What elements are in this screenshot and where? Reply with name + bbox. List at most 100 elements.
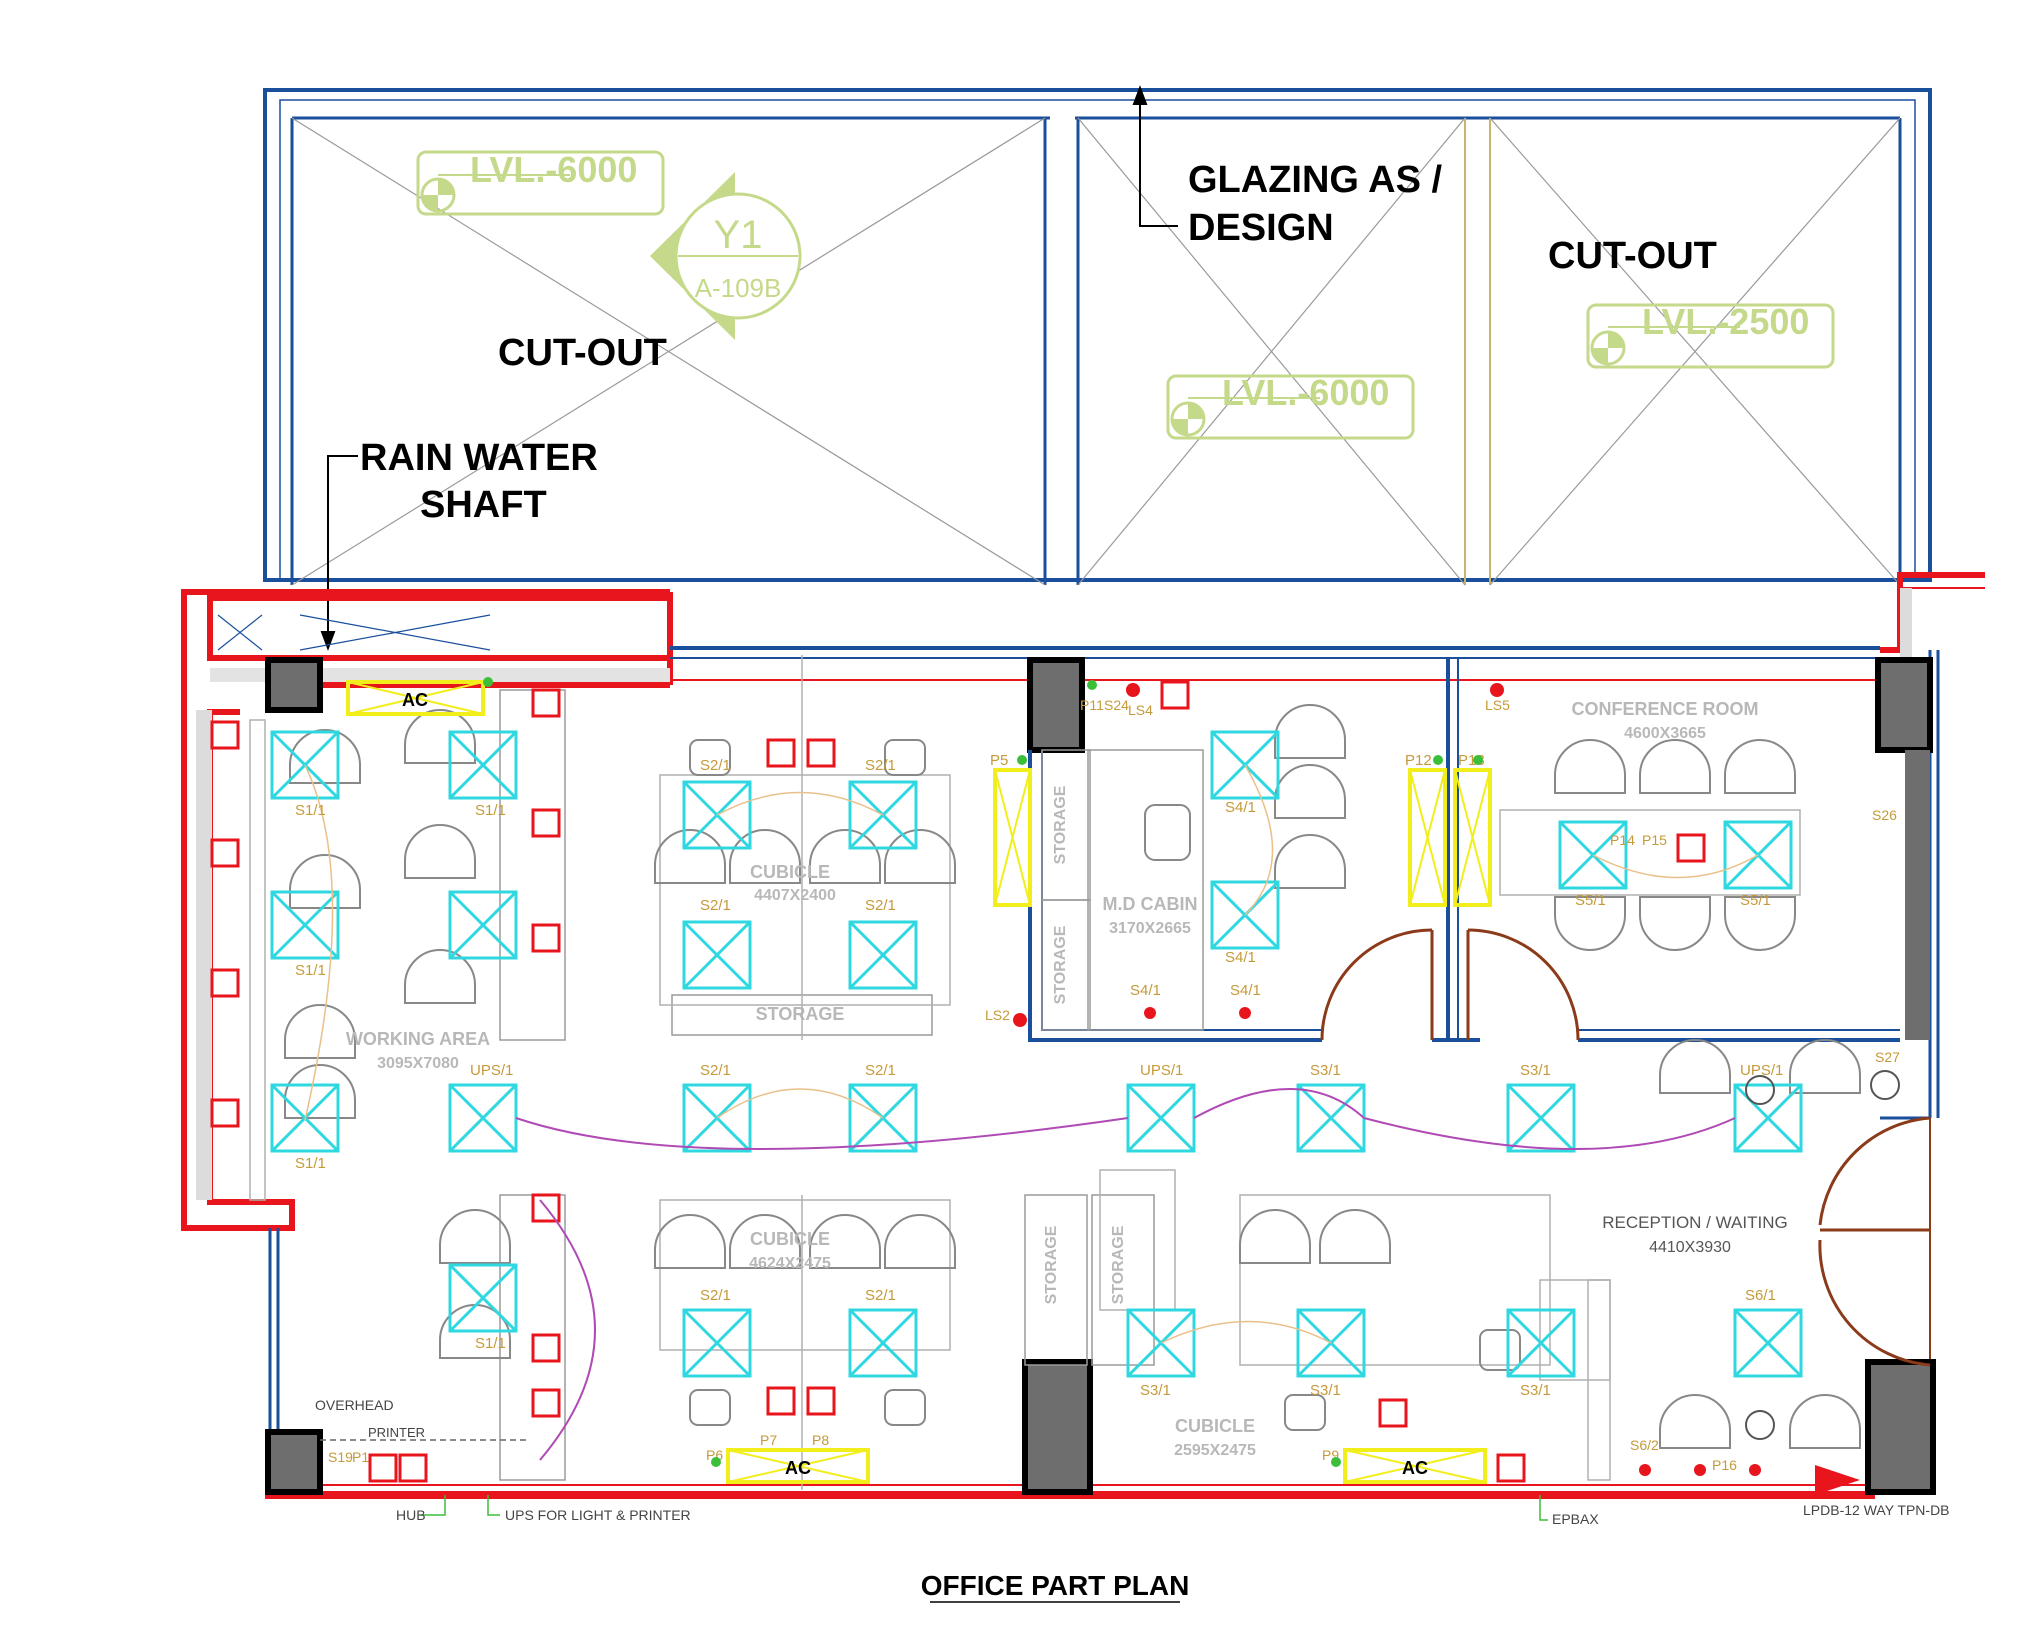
- tag-ups-1b: UPS/1: [1140, 1062, 1183, 1079]
- storage-label-1: STORAGE: [1052, 785, 1069, 864]
- glazing-outline: [263, 88, 1932, 585]
- ac-label-1: AC: [402, 690, 428, 710]
- tag-p15: P15: [1642, 832, 1667, 848]
- fixture-tags: S1/1 S1/1 S1/1 S1/1 S1/1 UPS/1 UPS/1 UPS…: [295, 697, 1900, 1473]
- cubicle-2-name: CUBICLE: [750, 1229, 830, 1249]
- cubicle-3-name: CUBICLE: [1175, 1416, 1255, 1436]
- tag-p5: P5: [990, 752, 1008, 769]
- ac-label-3: AC: [1402, 1458, 1428, 1478]
- tag-ups-1a: UPS/1: [470, 1062, 513, 1079]
- overhead-label: OVERHEAD: [315, 1397, 394, 1413]
- tag-p12: P12: [1405, 752, 1432, 769]
- tag-s27: S27: [1875, 1049, 1900, 1065]
- cutout-label-right: CUT-OUT: [1548, 235, 1717, 277]
- furniture-desks: [249, 655, 1801, 1490]
- storage-label-2: STORAGE: [1052, 925, 1069, 1004]
- hub-label: HUB: [396, 1507, 426, 1523]
- ldb-label: LPDB-12 WAY TPN-DB: [1803, 1502, 1950, 1518]
- tag-s1-1e: S1/1: [475, 1335, 506, 1352]
- reception-name: RECEPTION / WAITING: [1602, 1213, 1787, 1232]
- md-cabin-size: 3170X2665: [1109, 920, 1191, 937]
- tag-s3-1e: S3/1: [1520, 1382, 1551, 1399]
- tag-s1-1c: S1/1: [295, 1155, 326, 1172]
- level-label-2: LVL.-6000: [1222, 372, 1389, 413]
- cubicle-2-size: 4624X2475: [749, 1255, 831, 1272]
- section-marker-ref: A-109B: [695, 273, 782, 303]
- level-tag-1: LVL.-6000: [416, 149, 665, 216]
- tag-p14: P14: [1610, 832, 1635, 848]
- tag-s2-1e: S2/1: [700, 1062, 731, 1079]
- tag-s2-1g: S2/1: [700, 1287, 731, 1304]
- epbax-label: EPBAX: [1552, 1511, 1599, 1527]
- tag-s2-1c: S2/1: [700, 897, 731, 914]
- tag-s5-1b: S5/1: [1740, 892, 1771, 909]
- md-cabin-name: M.D CABIN: [1103, 894, 1198, 914]
- rain-water-shaft: [217, 614, 491, 651]
- tag-s3-1a: S3/1: [1310, 1062, 1341, 1079]
- device-markers: [483, 677, 1900, 1495]
- tag-s24: S24: [1104, 697, 1129, 713]
- storage-label-3: STORAGE: [1043, 1225, 1060, 1304]
- tag-p11: P11: [1080, 697, 1104, 713]
- rain-shaft-leader: [320, 455, 358, 651]
- conference-room-name: CONFERENCE ROOM: [1571, 699, 1758, 719]
- tag-s1-1b: S1/1: [295, 962, 326, 979]
- glazing-leader: [1132, 85, 1178, 227]
- section-marker-icon: Y1 A-109B: [650, 172, 802, 340]
- storage-blocks: [499, 689, 1204, 1481]
- tag-s19: S19: [328, 1449, 353, 1465]
- tag-p16: P16: [1712, 1457, 1737, 1473]
- furniture-chairs: [284, 704, 1861, 1449]
- cubicle-1-size: 4407X2400: [754, 887, 836, 904]
- storage-label-5: STORAGE: [756, 1004, 845, 1024]
- interior-partitions: [1028, 658, 1930, 1120]
- drawing-title: OFFICE PART PLAN: [921, 1570, 1190, 1601]
- overhead-printer: OVERHEAD PRINTER: [315, 1397, 530, 1441]
- tag-ups-1c: UPS/1: [1740, 1062, 1783, 1079]
- cutout-label-left: CUT-OUT: [498, 332, 667, 374]
- tag-s5-1a: S5/1: [1575, 892, 1606, 909]
- tag-s6-1: S6/1: [1745, 1287, 1776, 1304]
- tag-ls5: LS5: [1485, 697, 1510, 713]
- tag-ls2: LS2: [985, 1007, 1010, 1023]
- level-tag-3: LVL.-2500: [1586, 301, 1835, 369]
- rain-shaft-label-line1: RAIN WATER: [360, 437, 598, 479]
- tag-s4-1b: S4/1: [1225, 949, 1256, 966]
- tag-s6-2: S6/2: [1630, 1437, 1659, 1453]
- working-area-size: 3095X7080: [377, 1055, 459, 1072]
- tag-s4-1c: S4/1: [1130, 982, 1161, 999]
- section-marker-id: Y1: [714, 213, 763, 257]
- ac-label-2: AC: [785, 1458, 811, 1478]
- cutout-cross-lines: [291, 117, 1901, 586]
- right-wall-panel: [1905, 750, 1930, 1040]
- tag-p7: P7: [760, 1432, 777, 1448]
- level-tag-2: LVL.-6000: [1166, 372, 1415, 440]
- tag-s2-1h: S2/1: [865, 1287, 896, 1304]
- tag-p1: P1: [352, 1449, 369, 1465]
- printer-label: PRINTER: [368, 1425, 425, 1440]
- tag-s2-1a: S2/1: [700, 757, 731, 774]
- tag-s1-1: S1/1: [295, 802, 326, 819]
- tag-p8: P8: [812, 1432, 829, 1448]
- wiring-arcs: [515, 1088, 1736, 1461]
- tag-s3-1d: S3/1: [1310, 1382, 1341, 1399]
- circuit-arcs: [304, 764, 1759, 1344]
- storage-label-4: STORAGE: [1110, 1225, 1127, 1304]
- cubicle-3-size: 2595X2475: [1174, 1442, 1256, 1459]
- electrical-sockets: [210, 680, 1706, 1483]
- ac-units: [346, 680, 1492, 1484]
- glazing-label-line2: DESIGN: [1188, 207, 1334, 249]
- room-labels: CONFERENCE ROOM 4600X3665 M.D CABIN 3170…: [346, 699, 1788, 1459]
- tag-s2-1f: S2/1: [865, 1062, 896, 1079]
- tag-s3-1b: S3/1: [1520, 1062, 1551, 1079]
- ups-light-printer-label: UPS FOR LIGHT & PRINTER: [505, 1507, 691, 1523]
- cubicle-1-name: CUBICLE: [750, 862, 830, 882]
- reception-size: 4410X3930: [1649, 1239, 1731, 1256]
- level-label-3: LVL.-2500: [1642, 301, 1809, 342]
- tag-s3-1c: S3/1: [1140, 1382, 1171, 1399]
- storage-labels: STORAGE STORAGE STORAGE STORAGE STORAGE: [756, 785, 1127, 1304]
- bottom-annotations: HUB UPS FOR LIGHT & PRINTER EPBAX LPDB-1…: [396, 1495, 1950, 1527]
- tag-ls4: LS4: [1128, 702, 1153, 718]
- working-area-name: WORKING AREA: [346, 1029, 490, 1049]
